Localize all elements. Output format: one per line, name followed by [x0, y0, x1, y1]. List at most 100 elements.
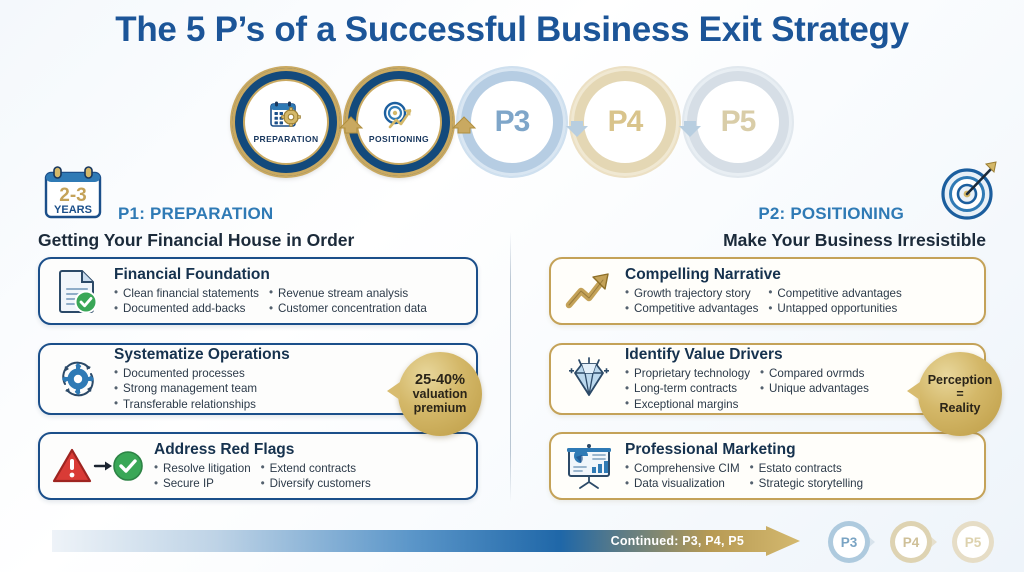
mini-ring-p4[interactable]: P4 — [890, 521, 932, 563]
card-bullets: Documented processes Strong management t… — [114, 365, 464, 413]
ring-inner: P5 — [697, 81, 779, 163]
card-body: Compelling Narrative Growth trajectory s… — [625, 266, 972, 317]
ring-inner: P3 — [471, 81, 553, 163]
card-body: Financial Foundation Clean financial sta… — [114, 266, 464, 317]
ring-label: PREPARATION — [253, 133, 319, 144]
bullet-column: Extend contracts Diversify customers — [261, 460, 371, 492]
card-bullets: Proprietary technology Long-term contrac… — [625, 365, 972, 413]
right-kicker: P2: POSITIONING — [758, 204, 904, 223]
list-item: Data visualization — [625, 476, 740, 492]
perception-reality-badge: Perception = Reality — [907, 352, 1002, 436]
badge-line-1: Perception — [927, 373, 993, 387]
list-item: Customer concentration data — [269, 301, 427, 317]
badge-line-2: = — [956, 387, 964, 401]
mini-ring-p3[interactable]: P3 — [828, 521, 870, 563]
ring-inner — [957, 526, 989, 558]
ring-p3[interactable]: P3 — [458, 68, 566, 176]
left-subtitle: Getting Your Financial House in Order — [38, 230, 355, 250]
card-address-red-flags[interactable]: Address Red Flags Resolve litigation Sec… — [38, 432, 478, 500]
card-icon-slot — [563, 441, 615, 491]
timeline-value: 2-3 — [59, 185, 86, 206]
list-item: Secure IP — [154, 476, 251, 492]
card-title: Address Red Flags — [154, 440, 295, 458]
list-item: Estato contracts — [750, 460, 863, 477]
card-icon-slot — [52, 266, 104, 316]
list-item: Strategic storytelling — [750, 476, 863, 492]
warning-to-check-icon — [52, 448, 143, 483]
ring-p1-preparation[interactable]: PREPARATION — [232, 68, 340, 176]
ring-inner: PREPARATION — [245, 81, 327, 163]
bullet-column: Compared ovrmds Unique advantages — [760, 365, 869, 413]
phase-ring-chain: PREPARATION POSITIONING P3 — [232, 68, 792, 176]
list-item: Compared ovrmds — [760, 365, 869, 382]
list-item: Diversify customers — [261, 476, 371, 492]
list-item: Proprietary technology — [625, 365, 750, 382]
chevron-right-icon — [451, 116, 477, 134]
list-item: Transferable relationships — [114, 396, 257, 413]
card-bullets: Growth trajectory story Competitive adva… — [625, 285, 972, 317]
page-title: The 5 P’s of a Successful Business Exit … — [115, 10, 909, 49]
badge-line-1: 25-40% — [415, 372, 465, 388]
ring-p5[interactable]: P5 — [684, 68, 792, 176]
continuation-label: Continued: P3, P4, P5 — [610, 534, 744, 548]
list-item: Comprehensive CIM — [625, 460, 740, 477]
card-icon-slot — [52, 441, 144, 491]
list-item: Documented processes — [114, 365, 257, 382]
card-bullets: Comprehensive CIM Data visualization Est… — [625, 460, 972, 492]
mini-ring-p5[interactable]: P5 — [952, 521, 994, 563]
card-bullets: Clean financial statements Documented ad… — [114, 285, 464, 317]
document-check-icon — [59, 270, 98, 314]
target-growth-icon — [383, 101, 412, 128]
card-title: Identify Value Drivers — [625, 345, 783, 363]
column-divider — [510, 232, 511, 502]
bullet-column: Growth trajectory story Competitive adva… — [625, 285, 758, 317]
list-item: Clean financial statements — [114, 285, 259, 302]
ring-p2-positioning[interactable]: POSITIONING — [345, 68, 453, 176]
list-item: Competitive advantages — [625, 301, 758, 317]
chevron-right-icon — [338, 116, 364, 134]
bullet-column: Comprehensive CIM Data visualization — [625, 460, 740, 492]
list-item: Revenue stream analysis — [269, 285, 427, 302]
right-section-subtitle-wrap: Make Your Business Irresistible — [723, 228, 986, 251]
bullet-column: Documented processes Strong management t… — [114, 365, 257, 413]
right-section-header: P2: POSITIONING — [758, 204, 904, 224]
bullet-column: Proprietary technology Long-term contrac… — [625, 365, 750, 413]
target-arrow-icon — [941, 161, 997, 220]
card-identify-value-drivers[interactable]: Identify Value Drivers Proprietary techn… — [549, 343, 986, 415]
badge-line-2: valuation — [412, 387, 468, 401]
continuation-arrow: Continued: P3, P4, P5 — [52, 526, 800, 556]
ring-p4[interactable]: P4 — [571, 68, 679, 176]
valuation-premium-badge: 25-40% valuation premium — [387, 352, 482, 436]
list-item: Growth trajectory story — [625, 285, 758, 302]
list-item: Extend contracts — [261, 460, 371, 477]
ring-inner: P4 — [584, 81, 666, 163]
card-bullets: Resolve litigation Secure IP Extend cont… — [154, 460, 464, 492]
card-professional-marketing[interactable]: Professional Marketing Comprehensive CIM… — [549, 432, 986, 500]
badge-line-3: premium — [413, 401, 467, 415]
card-compelling-narrative[interactable]: Compelling Narrative Growth trajectory s… — [549, 257, 986, 325]
card-icon-slot — [563, 266, 615, 316]
card-financial-foundation[interactable]: Financial Foundation Clean financial sta… — [38, 257, 478, 325]
timeline-unit: YEARS — [54, 204, 92, 216]
mini-ring-chain: P3 P4 P5 — [828, 521, 998, 563]
left-section-subtitle-wrap: Getting Your Financial House in Order — [38, 228, 354, 251]
ring-inner — [833, 526, 865, 558]
bullet-column: Revenue stream analysis Customer concent… — [269, 285, 427, 317]
growth-arrow-icon — [565, 273, 609, 309]
card-title: Professional Marketing — [625, 440, 796, 458]
left-kicker: P1: PREPARATION — [118, 204, 274, 223]
card-title: Financial Foundation — [114, 265, 270, 283]
diamond-icon — [569, 357, 609, 397]
presentation-chart-icon — [567, 444, 611, 489]
bullet-column: Competitive advantages Untapped opportun… — [768, 285, 901, 317]
calendar-gear-icon — [270, 101, 301, 127]
card-title: Compelling Narrative — [625, 265, 781, 283]
list-item: Exceptional margins — [625, 396, 750, 413]
card-body: Professional Marketing Comprehensive CIM… — [625, 441, 972, 492]
right-subtitle: Make Your Business Irresistible — [723, 230, 986, 250]
list-item: Unique advantages — [760, 381, 869, 397]
ring-number: P3 — [494, 105, 531, 138]
bullet-column: Estato contracts Strategic storytelling — [750, 460, 863, 492]
card-body: Address Red Flags Resolve litigation Sec… — [154, 441, 464, 492]
